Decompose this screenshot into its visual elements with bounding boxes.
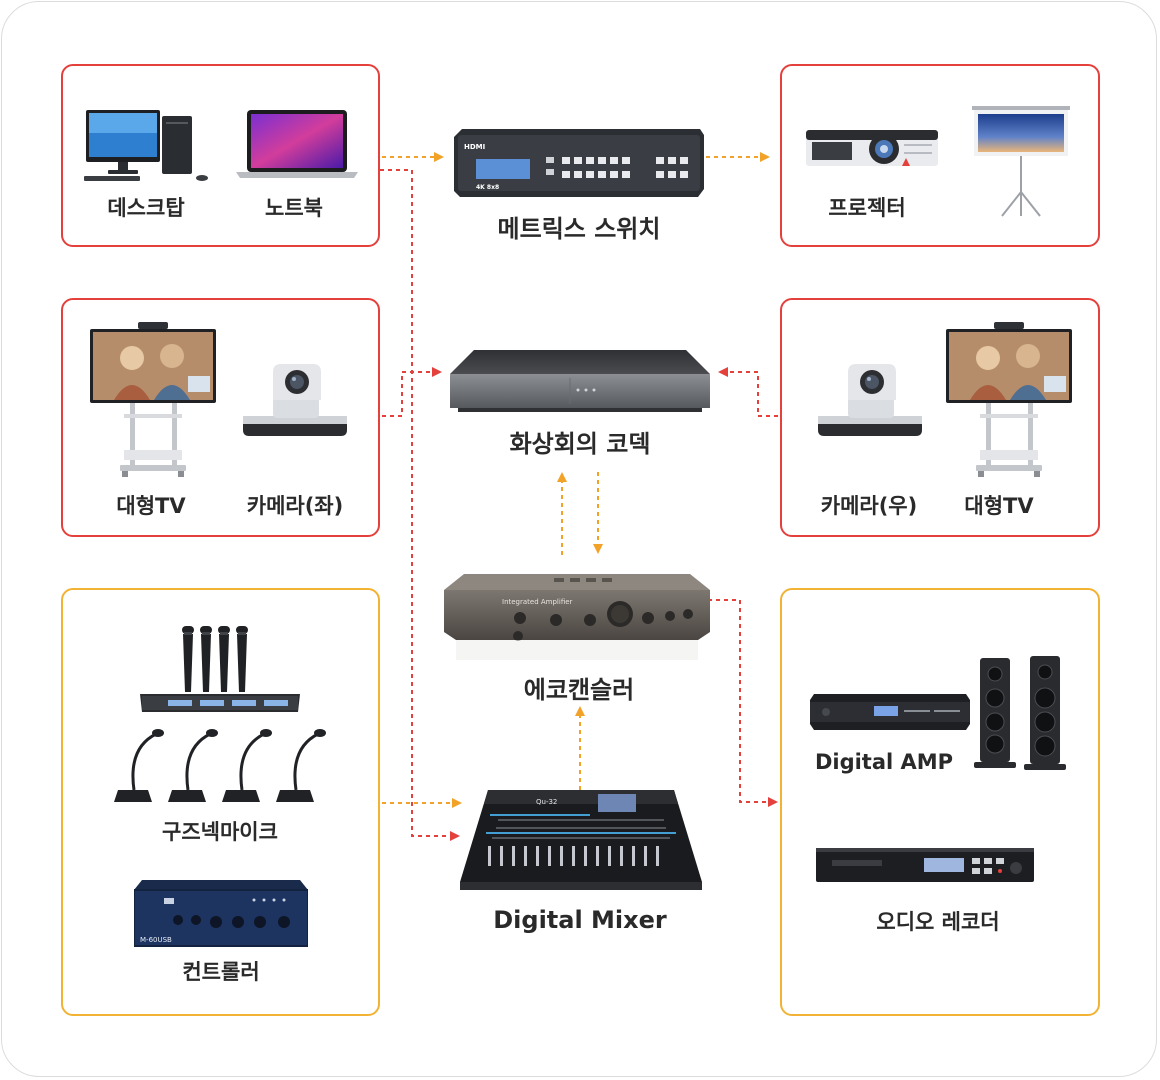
echo-canceller-icon: Integrated Amplifier [444, 574, 710, 660]
camera-left-icon [243, 364, 347, 436]
gooseneck-mic-label: 구즈넥마이크 [162, 820, 278, 844]
large-tv-left-label: 대형TV [116, 494, 186, 518]
codec-label: 화상회의 코덱 [509, 430, 651, 458]
mixer-brand-text: Qu-32 [536, 798, 557, 806]
gooseneck-mics-icon [114, 729, 326, 802]
speakers-icon [974, 656, 1066, 770]
digital-mixer-icon: Qu-32 [460, 790, 702, 890]
link-laptop-to-mixer [380, 169, 460, 841]
digital-amp-label: Digital AMP [814, 750, 954, 774]
large-tv-right-icon [946, 322, 1072, 477]
controller-model-text: M-60USB [140, 936, 172, 944]
camera-right-label: 카메라(우) [820, 494, 918, 518]
matrix-model-text: 4K 8x8 [476, 184, 499, 191]
camera-left-label: 카메라(좌) [246, 494, 344, 518]
camera-right-icon [818, 364, 922, 436]
video-codec-icon [450, 350, 710, 412]
link-left-video-to-codec [382, 367, 442, 417]
link-right-video-to-codec [718, 367, 778, 417]
laptop-label: 노트북 [265, 196, 323, 220]
projection-screen-icon [972, 106, 1070, 217]
echo-canceller-label: 에코캔슬러 [523, 676, 635, 704]
digital-amp-icon [810, 694, 970, 730]
large-tv-left-icon [90, 322, 216, 477]
audio-recorder-label: 오디오 레코더 [876, 910, 1000, 934]
controller-label: 컨트롤러 [182, 960, 260, 984]
wireless-mic-system-icon [140, 626, 300, 712]
digital-mixer-label: Digital Mixer [493, 906, 667, 934]
link-echo-to-output [708, 599, 778, 807]
large-tv-right-label: 대형TV [964, 494, 1034, 518]
desktop-computer-icon [84, 110, 208, 181]
amp-panel-text: Integrated Amplifier [502, 598, 573, 606]
projector-label: 프로젝터 [828, 196, 906, 220]
matrix-switch-icon: HDMI 4K 8x8 [454, 129, 704, 197]
controller-icon: M-60USB [134, 880, 308, 947]
laptop-icon [236, 110, 358, 178]
projector-icon [806, 130, 938, 166]
audio-recorder-icon [816, 848, 1034, 882]
desktop-label: 데스크탑 [107, 196, 185, 220]
matrix-brand-text: HDMI [464, 143, 485, 151]
matrix-switch-label: 메트릭스 스위치 [497, 215, 661, 243]
